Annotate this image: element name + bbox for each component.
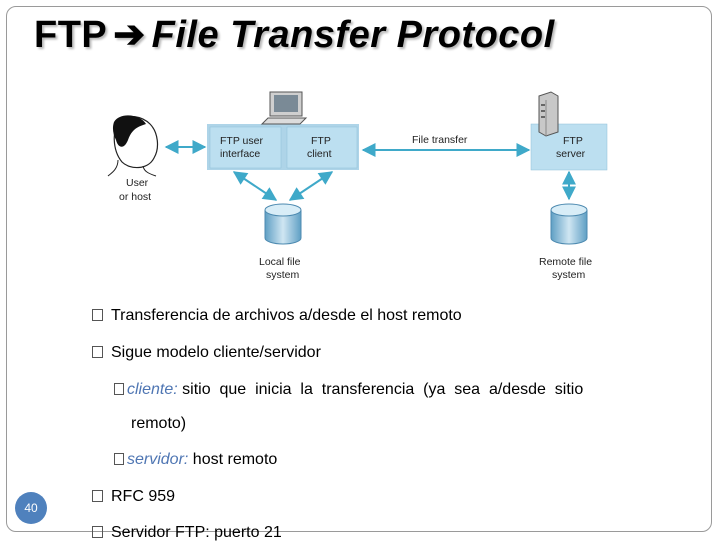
- title-text: File Transfer Protocol: [151, 14, 555, 56]
- remote-fs-label: Remote file: [539, 256, 592, 268]
- term-servidor: servidor:: [127, 451, 189, 468]
- ftp-ui-box: [209, 126, 282, 169]
- ftp-ui-label: FTP user: [220, 135, 263, 147]
- user-label: User: [126, 177, 149, 189]
- bullet-icon: [92, 309, 103, 321]
- ftp-server-label: FTP: [563, 135, 583, 147]
- bullet-icon: [92, 346, 103, 358]
- bullet-transfer: Transferencia de archivos a/desde el hos…: [92, 307, 462, 325]
- ftp-client-box: [286, 126, 358, 169]
- sub-bullet-icon: [114, 383, 124, 395]
- bullet-rfc: RFC 959: [92, 488, 175, 506]
- remote-disk-icon: [550, 203, 588, 245]
- user-head-icon: [107, 115, 159, 177]
- term-cliente: cliente:: [127, 381, 178, 398]
- bullet-icon: [92, 526, 103, 538]
- slide-title: FTP➔File Transfer Protocol: [34, 12, 555, 57]
- remote-fs-label-2: system: [552, 269, 586, 281]
- ftp-client-label-2: client: [307, 148, 332, 160]
- bullet-icon: [92, 490, 103, 502]
- ftp-diagram: User or host FTP user interface FTP clie…: [107, 91, 608, 281]
- subbullet-servidor: servidor: host remoto: [114, 451, 277, 469]
- local-disk-icon: [264, 203, 302, 245]
- local-fs-label: Local file: [259, 256, 301, 268]
- sub-bullet-icon: [114, 453, 124, 465]
- subbullet-cliente: cliente: sitio que inicia la transferenc…: [114, 381, 674, 399]
- local-fs-label-2: system: [266, 269, 300, 281]
- bullet-model: Sigue modelo cliente/servidor: [92, 344, 321, 362]
- file-transfer-label: File transfer: [412, 134, 468, 146]
- user-label-2: or host: [119, 191, 151, 203]
- title-ftp: FTP: [34, 14, 108, 56]
- server-tower-icon: [538, 91, 559, 137]
- page-number-badge: 40: [15, 492, 47, 524]
- ftp-client-label: FTP: [311, 135, 331, 147]
- title-arrow-icon: ➔: [113, 14, 146, 56]
- computer-icon: [260, 91, 308, 125]
- bullet-port: Servidor FTP: puerto 21: [92, 524, 282, 542]
- ftp-ui-label-2: interface: [220, 148, 260, 160]
- ui-localfs-arrow: [232, 171, 278, 201]
- client-localfs-arrow: [288, 171, 334, 201]
- ftp-server-label-2: server: [556, 148, 586, 160]
- slide-frame: [6, 6, 712, 532]
- subbullet-cliente-cont: remoto): [131, 415, 187, 432]
